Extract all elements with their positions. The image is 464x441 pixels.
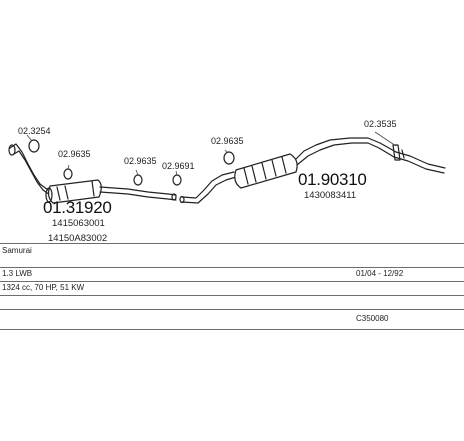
mid-clamp-2-label: 02.9635 [124,156,157,166]
mid-clamp-ring-2 [133,174,143,186]
rear-clamp-bracket [392,144,401,161]
front-oem-number-1: 1415063001 [52,218,105,229]
engine-cell: 1.3 LWB [2,269,33,278]
front-part-number: 01.31920 [43,198,112,217]
exhaust-system-diagram: 02.3254 02.9635 01.31920 1415063001 1415… [8,119,446,244]
front-clamp-label: 02.3254 [18,126,51,136]
rear-pipe-inlet [179,171,237,204]
rear-part-number: 01.90310 [298,170,367,189]
code-cell: C350080 [356,314,389,323]
rear-clamp-2-label: 02.3535 [364,119,397,129]
table-row-specs: 1324 cc, 70 HP, 51 KW [0,281,464,296]
rear-clamp-1-label: 02.9635 [211,136,244,146]
front-pipe [8,143,51,196]
table-bottom-rule [0,329,464,331]
rear-clamp-ring-1 [223,151,235,165]
table-row-code: C350080 [0,309,464,324]
years-cell: 01/04 - 12/92 [356,269,404,278]
tailpipe [295,137,446,174]
rear-oem-number: 1430083411 [304,190,357,201]
mid-clamp-1-label: 02.9635 [58,149,91,159]
table-row-model: Samurai [0,243,464,268]
table-row-empty [0,295,464,310]
rear-silencer [234,153,298,189]
intermediate-pipe [99,186,177,201]
front-clamp-ring [28,139,40,153]
front-oem-number-2: 14150A83002 [48,233,108,244]
front-silencer [45,179,102,204]
exhaust-drawing [8,131,446,204]
table-row-engine: 1.3 LWB 01/04 - 12/92 [0,267,464,282]
specs-cell: 1324 cc, 70 HP, 51 KW [2,283,85,292]
gasket-ring [172,174,182,186]
gasket-label: 02.9691 [162,161,195,171]
mid-clamp-ring-1 [63,168,73,180]
model-cell: Samurai [2,246,32,255]
